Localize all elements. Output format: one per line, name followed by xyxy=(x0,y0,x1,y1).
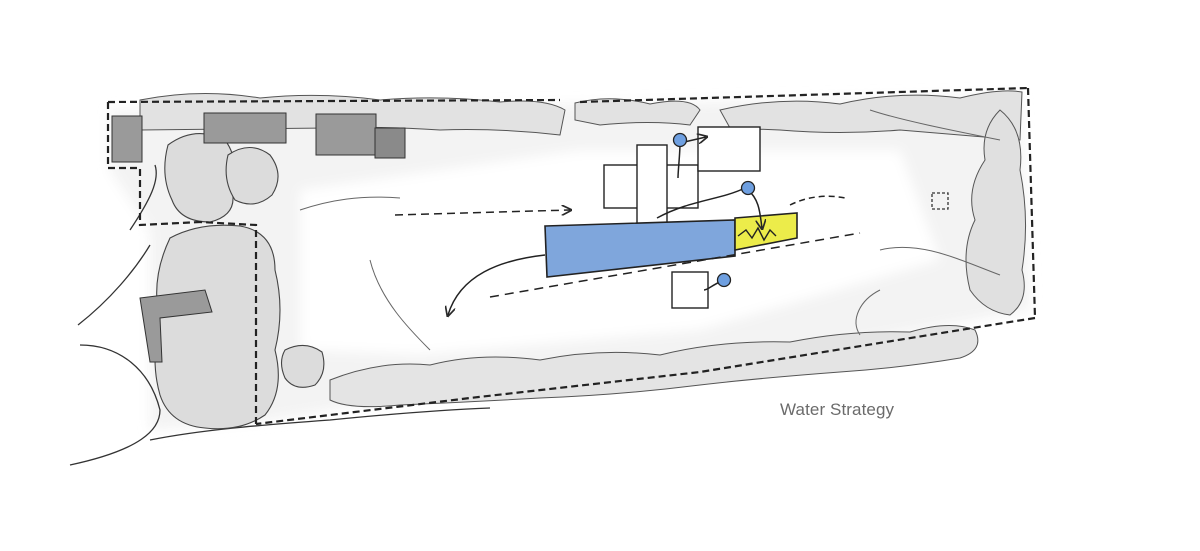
site-lines xyxy=(299,109,1001,351)
water-node-icon xyxy=(716,272,732,288)
water-nodes xyxy=(672,132,756,288)
tree-canopy-south xyxy=(329,324,979,408)
tree-canopy-west xyxy=(154,133,325,430)
proposed-building xyxy=(544,219,736,278)
water-feature xyxy=(734,212,798,251)
small-structure xyxy=(931,192,949,210)
tree-canopy-east xyxy=(965,109,1027,316)
diagram-caption: Water Strategy xyxy=(780,400,895,419)
flow-arrow-icon xyxy=(448,254,546,315)
flow-lines xyxy=(394,137,861,315)
water-node-icon xyxy=(740,180,756,196)
site-boundary xyxy=(106,86,1037,426)
water-node-icon xyxy=(672,132,688,148)
pavilion-outlines xyxy=(603,126,761,309)
existing-buildings xyxy=(111,112,406,363)
flow-arrow-icon xyxy=(394,210,570,216)
road-lines xyxy=(69,164,491,466)
